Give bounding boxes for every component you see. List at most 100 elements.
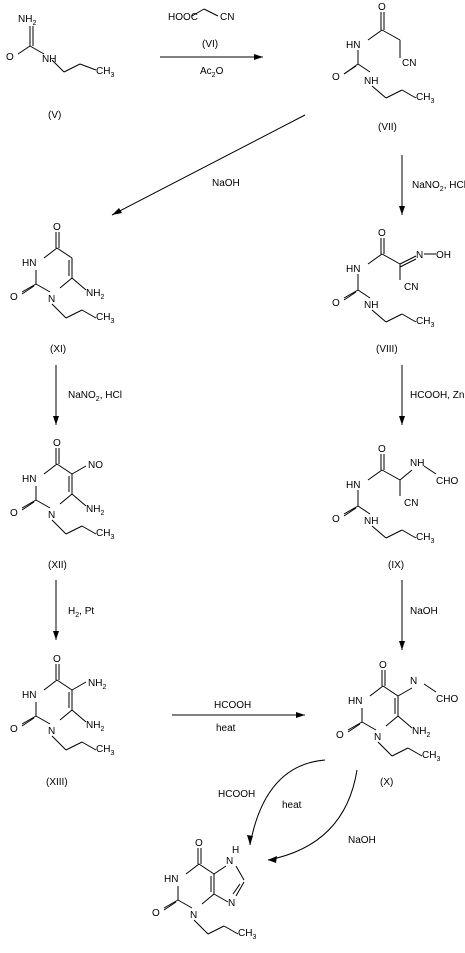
svg-text:HN: HN <box>346 264 360 275</box>
svg-text:CN: CN <box>404 498 418 509</box>
svg-text:CH3: CH3 <box>422 750 440 763</box>
svg-text:O: O <box>332 298 340 309</box>
svg-text:CHO: CHO <box>436 694 458 705</box>
svg-text:HOOC: HOOC <box>168 12 198 23</box>
svg-text:HN: HN <box>348 696 362 707</box>
svg-text:N: N <box>48 294 55 305</box>
reagent-hcooh-2: HCOOH <box>218 789 255 800</box>
reagent-nano2-hcl-2: NaNO2, HCl <box>68 390 122 403</box>
label-compound-V: (V) <box>48 110 61 121</box>
arrow-X-product-hcooh <box>249 759 326 846</box>
svg-text:HN: HN <box>164 874 178 885</box>
label-compound-XI: (XI) <box>50 344 66 355</box>
atom-nh2: NH2 <box>18 14 36 27</box>
label-compound-IX: (IX) <box>388 560 404 571</box>
svg-text:NH: NH <box>364 76 378 87</box>
svg-text:N: N <box>48 510 55 521</box>
svg-text:O: O <box>195 838 203 849</box>
svg-text:NH: NH <box>410 458 424 469</box>
reagent-naoh-2: NaOH <box>410 606 438 617</box>
svg-text:OH: OH <box>436 250 451 261</box>
svg-text:N: N <box>374 732 381 743</box>
svg-text:O: O <box>10 724 18 735</box>
reagent-naoh-1: NaOH <box>212 178 240 189</box>
reagent-hcooh-zn: HCOOH, Zn <box>410 390 464 401</box>
svg-text:N: N <box>226 856 233 867</box>
svg-text:CN: CN <box>404 282 418 293</box>
svg-text:NH: NH <box>364 300 378 311</box>
reagent-hcooh-1: HCOOH <box>214 700 251 711</box>
compound-V-structure: NH2 O NH CH3 <box>6 14 114 79</box>
reagent-cyanoacetic-acid: HOOC CN <box>168 8 234 23</box>
svg-text:NH2: NH2 <box>86 504 104 517</box>
compound-XIII-structure: O NH2 HN O N NH2 CH3 <box>10 654 114 757</box>
reagent-heat-1: heat <box>216 723 236 734</box>
arrow-VII-XI <box>111 114 306 216</box>
svg-text:H: H <box>232 845 239 856</box>
label-compound-XII: (XII) <box>48 560 67 571</box>
svg-text:HN: HN <box>22 258 36 269</box>
svg-text:O: O <box>53 654 61 665</box>
svg-text:NH2: NH2 <box>88 678 106 691</box>
atom-ch3: CH3 <box>96 66 114 79</box>
atom-o: O <box>6 52 14 63</box>
atom-nh: NH <box>42 54 56 65</box>
svg-text:N: N <box>410 676 417 687</box>
svg-text:O: O <box>378 228 386 239</box>
svg-text:CH3: CH3 <box>96 744 114 757</box>
label-compound-VIII: (VIII) <box>376 344 398 355</box>
reagent-naoh-3: NaOH <box>348 835 376 846</box>
svg-text:O: O <box>53 438 61 449</box>
compound-VIII-structure: O HN N OH CN O NH CH3 <box>332 228 451 329</box>
svg-text:NH2: NH2 <box>86 720 104 733</box>
compound-XI-structure: O HN O N NH2 CH3 <box>10 222 114 325</box>
reagent-acetic-anhydride: Ac2O <box>200 66 224 79</box>
svg-text:HN: HN <box>22 690 36 701</box>
label-compound-VI: (VI) <box>202 39 218 50</box>
svg-text:O: O <box>378 2 386 13</box>
arrow-X-product-naoh <box>267 769 358 861</box>
reagent-h2-pt: H2, Pt <box>68 606 94 619</box>
svg-text:O: O <box>379 660 387 671</box>
svg-text:O: O <box>336 730 344 741</box>
reagent-heat-2: heat <box>282 800 302 811</box>
svg-text:N: N <box>190 910 197 921</box>
product-structure: O N H HN N O N CH3 <box>152 838 256 941</box>
atom-ch3: CH3 <box>416 92 434 105</box>
compound-IX-structure: O NH CHO HN CN O NH CH3 <box>332 444 458 545</box>
svg-text:NH: NH <box>364 516 378 527</box>
svg-text:NO: NO <box>88 460 103 471</box>
svg-text:CN: CN <box>220 12 234 23</box>
svg-text:HN: HN <box>346 480 360 491</box>
svg-text:N: N <box>228 898 235 909</box>
compound-VII-structure: O HN CN O NH CH3 <box>332 2 434 105</box>
svg-text:CH3: CH3 <box>96 312 114 325</box>
svg-text:CN: CN <box>402 58 416 69</box>
compound-X-structure: O N CHO HN O N NH2 CH3 <box>336 660 458 763</box>
svg-text:HN: HN <box>22 474 36 485</box>
svg-text:O: O <box>332 72 340 83</box>
svg-text:CH3: CH3 <box>96 528 114 541</box>
label-compound-VII: (VII) <box>378 122 397 133</box>
label-compound-X: (X) <box>380 777 393 788</box>
svg-text:O: O <box>10 292 18 303</box>
svg-text:CH3: CH3 <box>416 316 434 329</box>
svg-text:O: O <box>378 444 386 455</box>
svg-text:O: O <box>332 514 340 525</box>
svg-text:N: N <box>416 250 423 261</box>
compound-XII-structure: O NO HN O N NH2 CH3 <box>10 438 114 541</box>
svg-text:NH2: NH2 <box>86 288 104 301</box>
svg-text:NH2: NH2 <box>412 726 430 739</box>
svg-text:HN: HN <box>346 40 360 51</box>
svg-text:O: O <box>10 508 18 519</box>
label-compound-XIII: (XIII) <box>46 777 68 788</box>
reagent-nano2-hcl-1: NaNO2, HCl <box>412 180 465 193</box>
svg-text:CH3: CH3 <box>238 928 256 941</box>
svg-text:N: N <box>48 726 55 737</box>
svg-text:CH3: CH3 <box>416 532 434 545</box>
svg-text:O: O <box>53 222 61 233</box>
svg-text:O: O <box>152 908 160 919</box>
svg-text:CHO: CHO <box>436 476 458 487</box>
